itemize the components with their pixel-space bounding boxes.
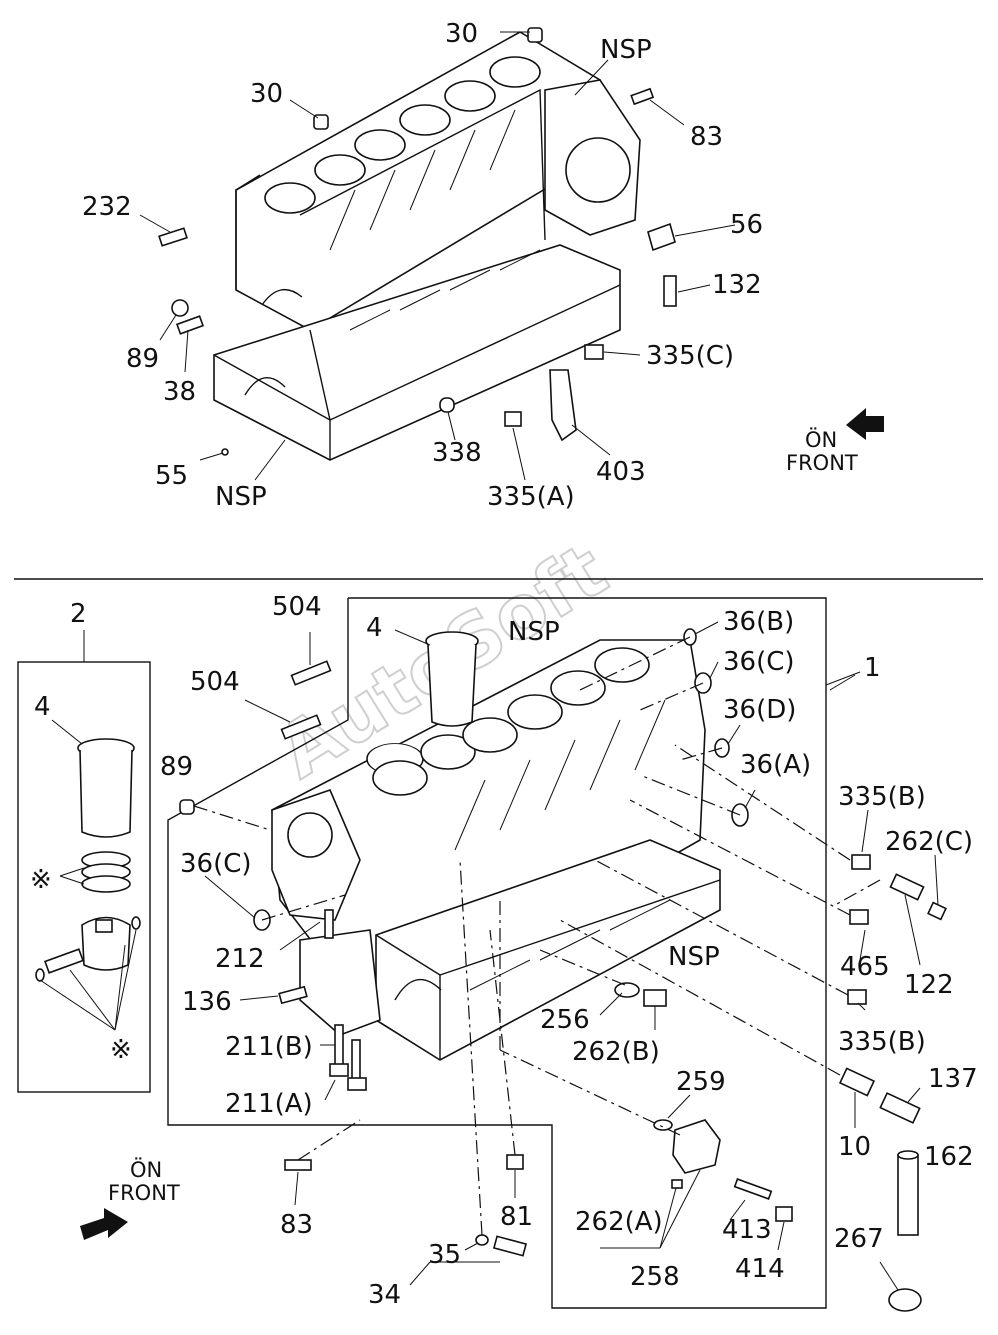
piston-kit-box — [17, 630, 151, 1093]
label-4-main: 4 — [366, 613, 383, 643]
label-83-bottom: 83 — [280, 1210, 313, 1240]
front-indicator-bottom: ÖN FRONT — [80, 1157, 180, 1240]
front-arrow-icon — [80, 1208, 128, 1240]
label-262a: 262(A) — [575, 1207, 663, 1237]
label-nsp-top: NSP — [600, 35, 652, 65]
label-122: 122 — [904, 970, 954, 1000]
label-212: 212 — [215, 944, 265, 974]
label-335b-upper: 335(B) — [838, 782, 926, 812]
label-nsp-bottom: NSP — [215, 482, 267, 512]
label-30-right: 30 — [445, 19, 478, 49]
label-413: 413 — [722, 1215, 772, 1245]
label-162: 162 — [924, 1142, 974, 1172]
label-338: 338 — [432, 438, 482, 468]
label-504-top: 504 — [272, 592, 322, 622]
top-engine-block — [213, 31, 641, 461]
label-83-top: 83 — [690, 122, 723, 152]
label-4-kit: 4 — [34, 692, 51, 722]
front-indicator-line1: ÖN — [805, 427, 837, 452]
label-335c: 335(C) — [646, 341, 734, 371]
label-1: 1 — [864, 653, 881, 683]
label-414: 414 — [735, 1254, 785, 1284]
label-81: 81 — [500, 1202, 533, 1232]
label-10: 10 — [838, 1132, 871, 1162]
label-232: 232 — [82, 192, 132, 222]
top-labels: 30 30 NSP 83 232 56 132 89 38 335(C) 338… — [82, 19, 763, 512]
label-262b: 262(B) — [572, 1037, 660, 1067]
top-small-parts — [158, 27, 677, 456]
label-36a: 36(A) — [740, 750, 811, 780]
label-137: 137 — [928, 1064, 978, 1094]
label-36b: 36(B) — [723, 607, 794, 637]
label-211b: 211(B) — [225, 1032, 313, 1062]
front-arrow-icon — [846, 408, 884, 440]
front-indicator-top: ÖN FRONT — [786, 408, 884, 475]
top-leaders — [139, 31, 736, 481]
label-335a: 335(A) — [487, 482, 575, 512]
bottom-labels: 2 4 ※ ※ 504 504 4 NSP 36(B) 36(C) 36(D) … — [30, 592, 978, 1310]
bottom-engine-block — [271, 639, 721, 1061]
assembly-frame — [167, 597, 827, 1309]
front-indicator-line2: FRONT — [786, 451, 858, 475]
label-nsp-side: NSP — [668, 942, 720, 972]
label-258: 258 — [630, 1262, 680, 1292]
liner-main — [425, 631, 479, 727]
label-504-left: 504 — [190, 667, 240, 697]
label-89-top: 89 — [126, 344, 159, 374]
label-star-1: ※ — [30, 865, 52, 895]
label-267: 267 — [834, 1224, 884, 1254]
label-30-left: 30 — [250, 79, 283, 109]
label-259: 259 — [676, 1067, 726, 1097]
studs-504 — [244, 632, 332, 740]
label-36c-right: 36(C) — [723, 647, 795, 677]
front-indicator-line2: FRONT — [108, 1181, 180, 1205]
label-38: 38 — [163, 377, 196, 407]
bottom-leaders — [204, 621, 939, 1291]
label-89-bottom: 89 — [160, 752, 193, 782]
label-136: 136 — [182, 987, 232, 1017]
label-132: 132 — [712, 270, 762, 300]
label-465: 465 — [840, 952, 890, 982]
label-256: 256 — [540, 1005, 590, 1035]
label-335b-lower: 335(B) — [838, 1027, 926, 1057]
label-2: 2 — [70, 599, 87, 629]
label-262c: 262(C) — [885, 827, 973, 857]
label-55: 55 — [155, 461, 188, 491]
label-403: 403 — [596, 457, 646, 487]
front-indicator-line1: ÖN — [130, 1157, 162, 1182]
label-36d: 36(D) — [723, 695, 796, 725]
bottom-small-parts — [179, 628, 947, 1312]
label-56: 56 — [730, 210, 763, 240]
label-nsp-main: NSP — [508, 617, 560, 647]
label-34: 34 — [368, 1280, 401, 1310]
label-star-2: ※ — [110, 1035, 132, 1065]
label-35: 35 — [428, 1240, 461, 1270]
bottom-dash-lines — [193, 636, 881, 1236]
label-36c-left: 36(C) — [180, 849, 252, 879]
label-211a: 211(A) — [225, 1089, 313, 1119]
